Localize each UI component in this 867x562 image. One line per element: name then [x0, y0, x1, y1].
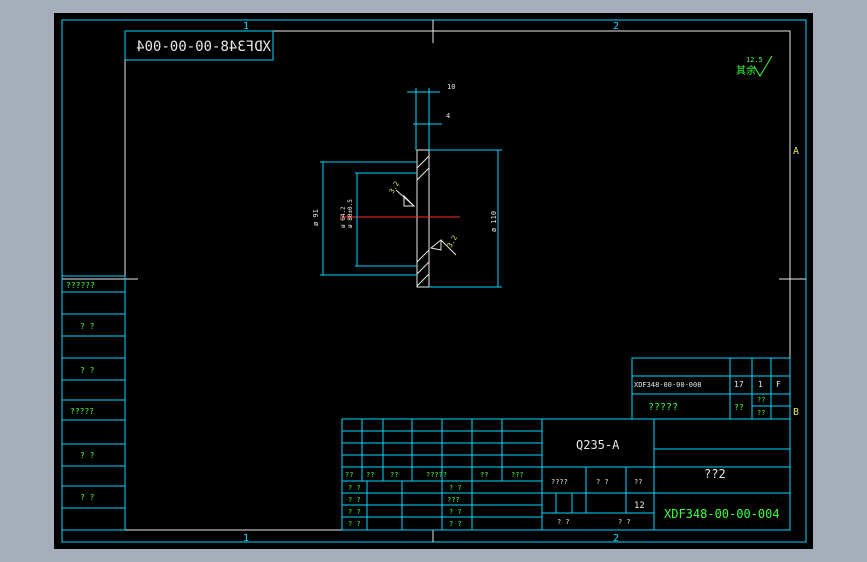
drawing-sheet [54, 13, 813, 549]
title-block-grid [341, 418, 791, 531]
parts-row-n1: 1 [758, 380, 763, 389]
dim-bore: ø 64.2 [340, 206, 347, 228]
parts-row-name: ????? [648, 402, 678, 413]
dim-left-diameter: ø 91 [312, 209, 320, 226]
title-sign-right-1: ? ? [449, 484, 462, 492]
title-sign-1: ? ? [348, 484, 361, 492]
parts-row-c2: ?? [757, 396, 765, 404]
parts-row-n2: F [776, 380, 781, 389]
roughness-value-2: 3.2 [446, 234, 459, 249]
side-label-1: ?????? [66, 281, 95, 290]
title-sign-2: ? ? [348, 496, 361, 504]
zone-top-1: 1 [243, 21, 249, 32]
title-sign-4: ? ? [348, 520, 361, 528]
title-scale-label: ?? [634, 478, 642, 486]
parts-row-c1: ?? [734, 403, 744, 412]
title-stage-label: ???? [551, 478, 568, 486]
title-header-4: ????? [426, 471, 447, 479]
side-column-grid [61, 275, 126, 531]
title-header-1: ?? [345, 471, 353, 479]
zone-right-b: B [793, 407, 799, 418]
title-drawing-no: XDF348-00-00-004 [664, 507, 780, 521]
dim-step: 4 [446, 112, 450, 120]
zone-top-2: 2 [613, 21, 619, 32]
title-header-2: ?? [366, 471, 374, 479]
title-header-5: ?? [480, 471, 488, 479]
dim-top-width: 10 [447, 83, 455, 91]
zone-right-a: A [793, 146, 799, 157]
zone-bottom-2: 2 [613, 533, 619, 544]
parts-row-qty: 17 [734, 380, 744, 389]
side-label-4: ????? [70, 407, 94, 416]
mirrored-code: XDF348-00-00-004 [136, 39, 271, 55]
part-section [340, 149, 460, 288]
title-sheet-right: ? ? [618, 518, 631, 526]
dim-bore-tolerance: ø 80±0.5 [347, 199, 354, 228]
title-weight-label: ? ? [596, 478, 609, 486]
mirrored-code-box [124, 30, 274, 61]
dim-outer-diameter: ø 110 [490, 211, 498, 232]
zone-ticks [62, 20, 806, 542]
side-label-5: ? ? [80, 451, 95, 460]
title-header-6: ??? [511, 471, 524, 479]
outer-frame [61, 19, 807, 543]
roughness-note-value: 12.5 [746, 56, 763, 64]
parts-row-code: XDF348-00-00-008 [634, 381, 701, 389]
side-label-6: ? ? [80, 493, 95, 502]
parts-list-grid [631, 357, 791, 420]
parts-row-c3: ?? [757, 409, 765, 417]
title-sign-right-3: ? ? [449, 508, 462, 516]
roughness-note-label: 其余 [736, 64, 756, 77]
side-label-2: ? ? [80, 322, 95, 331]
title-material: Q235-A [576, 438, 620, 452]
title-sheet-left: ? ? [557, 518, 570, 526]
zone-bottom-1: 1 [243, 533, 249, 544]
title-scale-value: 12 [634, 501, 645, 511]
title-header-3: ?? [390, 471, 398, 479]
title-part-name: ??2 [704, 467, 726, 481]
title-sign-right-2: ??? [447, 496, 460, 504]
title-sign-right-4: ? ? [449, 520, 462, 528]
side-label-3: ? ? [80, 366, 95, 375]
roughness-note-symbol [753, 55, 773, 77]
roughness-symbol-2 [429, 238, 442, 251]
dimension-lines [320, 88, 502, 288]
title-sign-3: ? ? [348, 508, 361, 516]
